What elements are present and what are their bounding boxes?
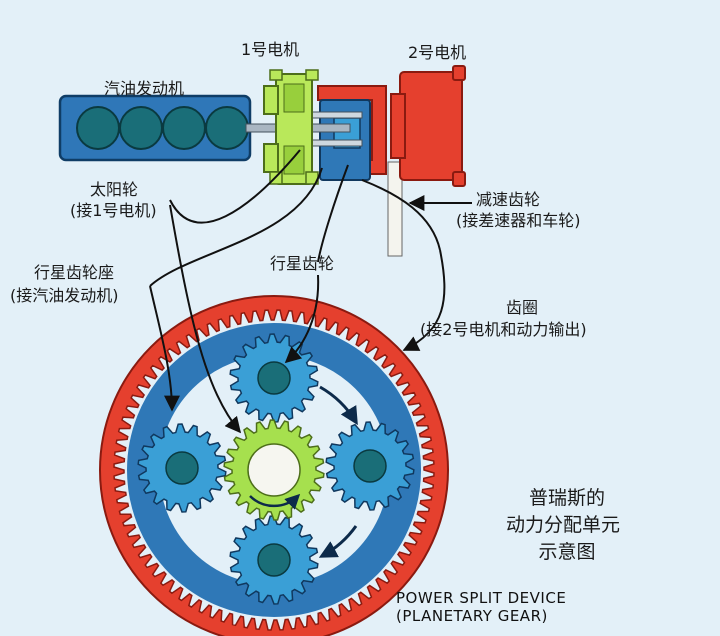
diagram-title-line-2: 动力分配单元 <box>505 514 620 536</box>
reduction-gear-note: (接差速器和车轮) <box>456 211 581 230</box>
english-caption-line-2: (PLANETARY GEAR) <box>396 607 548 625</box>
engine-label: 汽油发动机 <box>104 79 185 98</box>
carrier-leader <box>149 167 323 287</box>
engine <box>58 94 252 162</box>
carrier-rotation-arrow <box>318 525 358 558</box>
sun-gear-note: (接1号电机) <box>70 201 157 220</box>
planet-gear-leader <box>284 274 320 364</box>
reduction-gear-label: 减速齿轮 <box>476 190 541 209</box>
engine-cylinder <box>119 106 163 150</box>
ring-gear-label: 齿圈 <box>506 298 539 317</box>
motor-2-label: 2号电机 <box>408 43 467 62</box>
planet-gear-leader <box>317 164 349 263</box>
planet-carrier-label: 行星齿轮座 <box>34 263 115 282</box>
diagram-title-line-3: 示意图 <box>538 541 596 563</box>
diagram-title-line-1: 普瑞斯的 <box>528 487 605 509</box>
motor-1 <box>263 69 319 185</box>
engine-cylinder <box>205 106 249 150</box>
sun-rotation-arrow <box>249 493 301 510</box>
engine-cylinder <box>76 106 120 150</box>
ring-gear-note: (接2号电机和动力输出) <box>420 320 587 339</box>
motor-1-label: 1号电机 <box>241 40 300 59</box>
ring-gear-leader <box>402 249 446 351</box>
planet-gear-label: 行星齿轮 <box>270 254 335 273</box>
planet-gear <box>229 515 319 605</box>
sun-gear-leader <box>169 204 242 434</box>
ring-gear-leader <box>361 179 441 251</box>
planet-gear <box>137 423 227 513</box>
motor-2 <box>390 65 466 187</box>
english-caption-line-1: POWER SPLIT DEVICE <box>396 589 567 607</box>
engine-cylinder <box>162 106 206 150</box>
carrier-leader <box>149 285 180 412</box>
sun-gear-label: 太阳轮 <box>90 180 139 199</box>
planet-carrier-note: (接汽油发动机) <box>10 286 119 305</box>
reduction-gear-shaft <box>387 161 403 257</box>
carrier-rotation-arrow <box>319 385 358 426</box>
planet-gear <box>325 421 415 511</box>
sun-gear-leader <box>169 149 301 224</box>
